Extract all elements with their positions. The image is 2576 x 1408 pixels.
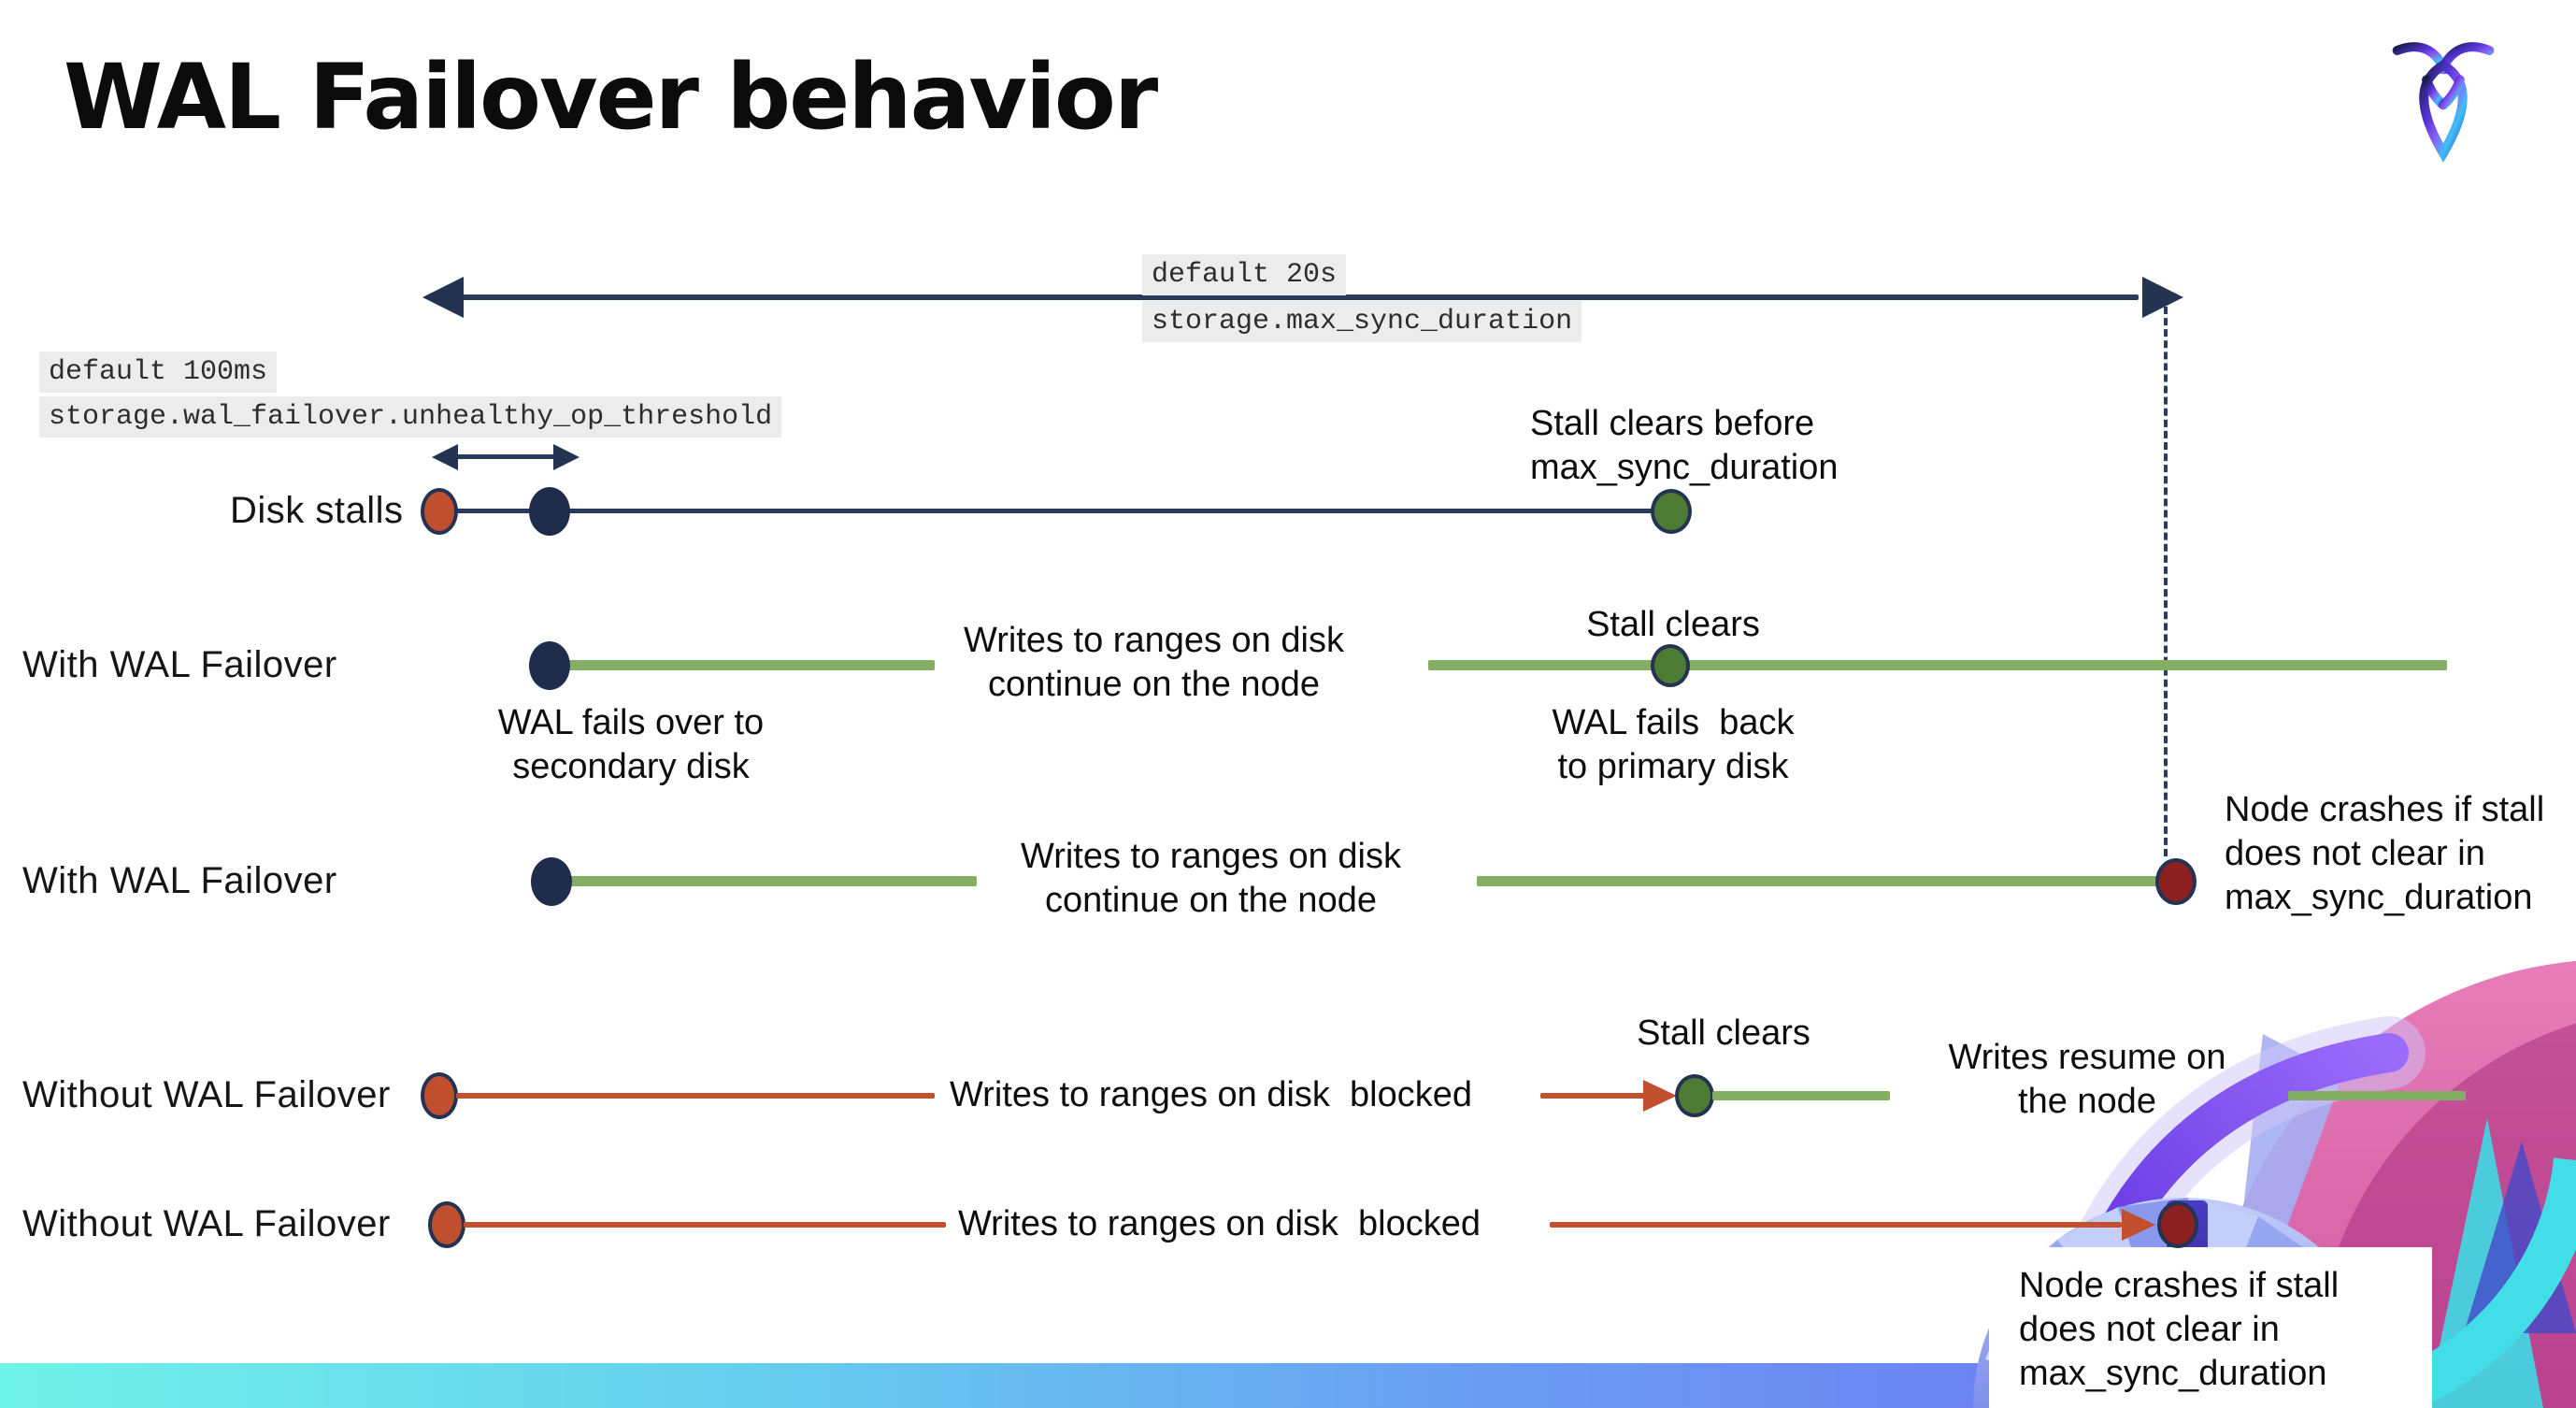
note-stall-clears-1: Stall clears	[1586, 605, 1760, 644]
note-writes-blocked-1: Writes to ranges on disk blocked	[950, 1075, 1473, 1114]
without2-stall-dot	[428, 1201, 465, 1248]
cockroachdb-logo-icon	[2392, 42, 2495, 163]
without1-red-arrowhead-icon	[1643, 1080, 1677, 1112]
with2-green-segment-b	[1477, 876, 2159, 886]
threshold-arrow-right-head-icon	[553, 444, 580, 470]
note-writes-continue-2: Writes to ranges on disk continue on the…	[1021, 837, 1401, 920]
max-sync-default-label: default 20s	[1142, 254, 1347, 295]
arrow-left-head-icon	[422, 277, 464, 318]
without1-red-segment-a	[456, 1093, 935, 1099]
without1-stall-clears-dot	[1675, 1074, 1714, 1117]
with1-failover-dot	[529, 641, 570, 690]
max-sync-duration-arrow-line	[456, 295, 2139, 300]
note-node-crashes-1: Node crashes if stall does not clear in …	[2225, 790, 2545, 917]
unhealthy-op-default-label: default 100ms	[39, 352, 278, 393]
with1-green-segment-a	[561, 660, 935, 670]
note-wal-fails-back: WAL fails back to primary disk	[1552, 703, 1795, 786]
with1-green-segment-b	[1428, 660, 2447, 670]
without1-green-segment-a	[1712, 1091, 1890, 1100]
node-crashes-callout-box	[1989, 1247, 2432, 1408]
note-wal-fails-over: WAL fails over to secondary disk	[497, 703, 765, 786]
note-writes-blocked-2: Writes to ranges on disk blocked	[958, 1204, 1481, 1243]
note-writes-continue-1: Writes to ranges on disk continue on the…	[964, 621, 1344, 704]
without1-green-segment-b	[2288, 1091, 2466, 1100]
with2-green-segment-a	[563, 876, 977, 886]
row-label-with-wal-failover-2: With WAL Failover	[22, 860, 337, 901]
note-writes-resume: Writes resume on the node	[1948, 1038, 2226, 1121]
note-stall-clears-2: Stall clears	[1637, 1013, 1810, 1053]
with1-stall-clears-dot	[1651, 644, 1690, 687]
threshold-arrow-line	[454, 454, 555, 459]
disk-stalls-stall-segment	[550, 509, 1671, 513]
threshold-reached-dot	[529, 487, 570, 536]
without2-node-crash-dot	[2157, 1201, 2198, 1248]
disk-stall-start-dot	[421, 488, 458, 535]
note-node-crashes-2: Node crashes if stall does not clear in …	[2019, 1266, 2340, 1393]
max-sync-deadline-dashed-line	[2164, 307, 2168, 856]
disk-stalls-threshold-segment	[439, 509, 551, 513]
note-stall-clears-before: Stall clears before max_sync_duration	[1530, 404, 1839, 487]
without1-stall-dot	[421, 1072, 458, 1119]
without1-red-segment-b	[1540, 1093, 1645, 1099]
row-label-without-wal-failover-1: Without WAL Failover	[22, 1074, 391, 1115]
threshold-arrow-left-head-icon	[432, 444, 458, 470]
row-label-without-wal-failover-2: Without WAL Failover	[22, 1203, 391, 1244]
without2-red-arrowhead-icon	[2122, 1209, 2155, 1241]
arrow-right-head-icon	[2142, 277, 2183, 318]
with2-node-crash-dot	[2155, 858, 2197, 905]
without2-red-segment-a	[464, 1222, 946, 1228]
with2-failover-dot	[531, 857, 572, 906]
max-sync-setting-label: storage.max_sync_duration	[1142, 301, 1582, 342]
unhealthy-op-setting-label: storage.wal_failover.unhealthy_op_thresh…	[39, 396, 782, 438]
stall-clears-before-dot	[1651, 489, 1692, 534]
without2-red-segment-b	[1550, 1222, 2122, 1228]
row-label-with-wal-failover-1: With WAL Failover	[22, 644, 337, 685]
row-label-disk-stalls: Disk stalls	[230, 490, 404, 531]
page-title: WAL Failover behavior	[64, 45, 1158, 150]
